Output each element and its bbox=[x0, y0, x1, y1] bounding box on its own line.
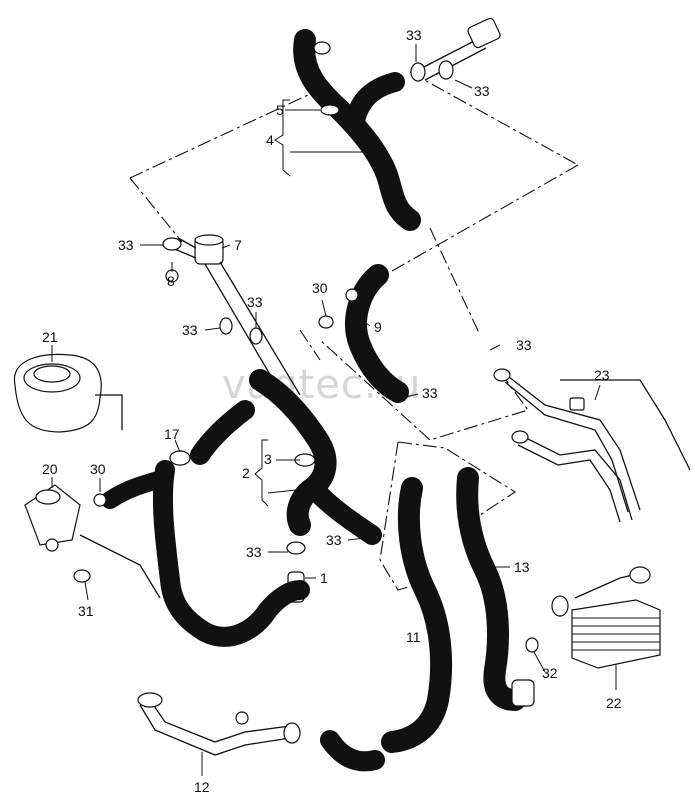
hose-assembly-2 bbox=[249, 369, 382, 603]
callout-11: 11 bbox=[406, 629, 421, 645]
callout-numbers: 33 33 5 4 33 7 8 33 33 30 9 33 33 23 21 … bbox=[42, 27, 622, 795]
callout-33: 33 bbox=[182, 322, 198, 338]
callout-33: 33 bbox=[516, 337, 532, 353]
callout-33: 33 bbox=[326, 532, 342, 548]
callout-22: 22 bbox=[606, 695, 622, 711]
callout-33: 33 bbox=[246, 544, 262, 560]
upper-right-connector bbox=[410, 17, 501, 82]
oil-cooler-22 bbox=[525, 566, 661, 669]
callout-12: 12 bbox=[194, 779, 210, 795]
callout-3: 3 bbox=[264, 451, 272, 467]
callout-33: 33 bbox=[247, 294, 263, 310]
central-tube-assembly bbox=[162, 234, 301, 401]
callout-13: 13 bbox=[514, 559, 530, 575]
callout-31: 31 bbox=[78, 603, 94, 619]
upper-hose-assembly bbox=[293, 29, 421, 231]
callout-32: 32 bbox=[542, 665, 558, 681]
callout-9: 9 bbox=[374, 319, 382, 335]
callout-33: 33 bbox=[406, 27, 422, 43]
callout-33: 33 bbox=[422, 385, 438, 401]
expansion-tank-21 bbox=[13, 353, 123, 433]
callout-2: 2 bbox=[242, 465, 250, 481]
pipes-23 bbox=[493, 368, 691, 523]
callout-33: 33 bbox=[474, 83, 490, 99]
hose-9 bbox=[318, 264, 409, 403]
coolant-flange-20 bbox=[24, 484, 81, 552]
callout-5: 5 bbox=[276, 102, 284, 118]
callout-33: 33 bbox=[118, 237, 134, 253]
callout-7: 7 bbox=[234, 237, 242, 253]
callout-20: 20 bbox=[42, 461, 58, 477]
assembly-boundary-lines bbox=[129, 71, 579, 591]
callout-1: 1 bbox=[320, 570, 328, 586]
hoses-11-13 bbox=[381, 467, 535, 753]
callout-23: 23 bbox=[594, 367, 610, 383]
callout-17: 17 bbox=[164, 426, 180, 442]
callout-30: 30 bbox=[312, 280, 328, 296]
callout-4: 4 bbox=[266, 132, 274, 148]
callout-30: 30 bbox=[90, 461, 106, 477]
lower-pipe-12 bbox=[137, 692, 385, 772]
callout-8: 8 bbox=[167, 273, 175, 289]
callout-21: 21 bbox=[42, 329, 58, 345]
leader-lines bbox=[51, 44, 617, 776]
left-hose-network bbox=[73, 400, 310, 647]
